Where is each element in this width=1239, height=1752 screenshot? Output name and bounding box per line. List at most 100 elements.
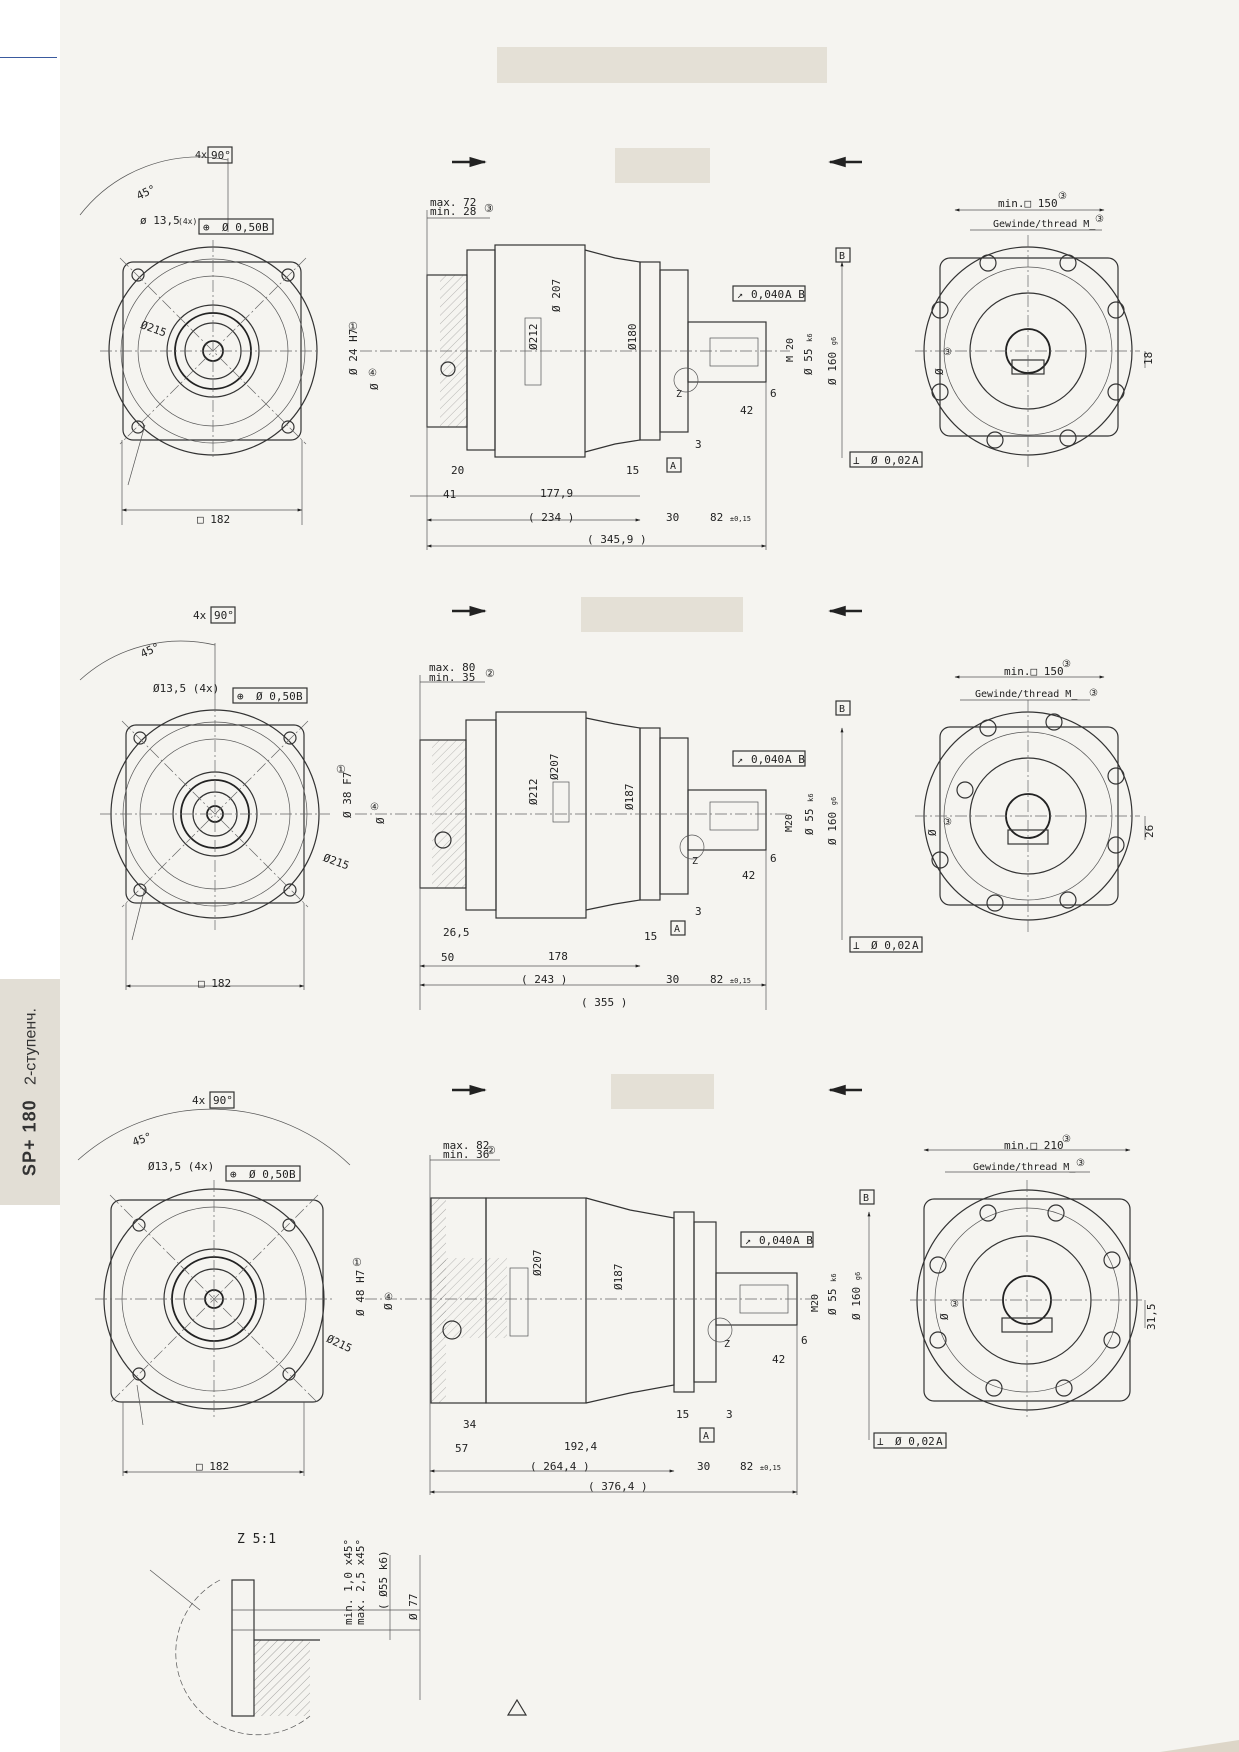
section1-rear-view: min.□ 150 ③ Gewinde/thread M_ ③ 18 Ø ③: [915, 191, 1155, 470]
footer-triangle-icon: [506, 1698, 528, 1716]
s1-hole: ø 13,5: [140, 214, 180, 227]
s1-len15: 15: [626, 464, 639, 477]
s1-ref-b: B: [262, 221, 269, 234]
s2-d3: Ø: [926, 829, 939, 836]
section2-front-view: 4x 90° 45° Ø13,5 (4x) ⊕ Ø 0,50 B Ø215 □ …: [79, 606, 351, 990]
s3-note3a: ③: [1062, 1134, 1071, 1145]
s1-shaft: Ø 55 k6: [802, 333, 815, 375]
s3-d187: Ø187: [612, 1264, 625, 1291]
s1-runout-symbol: ↗: [737, 290, 743, 301]
s1-position-symbol: ⊕: [203, 221, 210, 234]
s2-perp-ref: A: [912, 939, 919, 952]
s2-ref-b: B: [296, 690, 303, 703]
s3-len264: ( 264,4 ): [530, 1460, 590, 1473]
detail-shaft: ( Ø55 k6): [377, 1550, 390, 1610]
s3-len34: 34: [463, 1418, 477, 1431]
s2-ref-ab: A B: [785, 753, 805, 766]
s3-pcd: Ø215: [324, 1332, 354, 1355]
s2-bore-d4: Ø: [374, 817, 387, 824]
s2-angle-count: 4x: [193, 609, 207, 622]
s3-bore-max: max. 82: [443, 1139, 489, 1152]
s3-len192: 192,4: [564, 1440, 597, 1453]
s3-len376: ( 376,4 ): [588, 1480, 648, 1493]
s2-len15: 15: [644, 930, 657, 943]
s1-len30: 30: [666, 511, 679, 524]
section1-front-view: 4x 90° 45° ø 13,5 (4x) ⊕ Ø 0,50 B Ø215 □…: [79, 146, 320, 526]
s1-note3: ③: [484, 202, 494, 215]
sidebar-tab: SP+ 180 2-ступенч.: [0, 979, 60, 1205]
s2-len355: ( 355 ): [581, 996, 627, 1009]
s3-bore-min: min. 36: [443, 1148, 489, 1161]
s3-perp-symbol: ⊥: [877, 1435, 884, 1448]
s1-square: □ 182: [197, 513, 230, 526]
s1-d180: Ø180: [626, 324, 639, 351]
s3-len42: 42: [772, 1353, 785, 1366]
s3-runout: 0,040: [759, 1234, 792, 1247]
s2-perp-symbol: ⊥: [853, 939, 860, 952]
s1-angle: 90°: [211, 149, 231, 162]
s3-pilot: Ø 160 g6: [850, 1272, 863, 1320]
s1-note3d: ③: [943, 347, 952, 358]
s2-note4: ④: [370, 802, 379, 813]
s1-perp-ref: A: [912, 454, 919, 467]
s3-datum-b: B: [863, 1193, 869, 1204]
s1-thread-label: Gewinde/thread M_: [993, 219, 1096, 230]
s2-shaft: Ø 55 k6: [803, 793, 816, 835]
s1-d207: Ø 207: [550, 279, 563, 312]
s2-d207: Ø207: [548, 754, 561, 781]
s3-bore-d4: Ø: [382, 1303, 395, 1310]
detail-z: Z 5:1 min. 1,0 x45° max. 2,5 x45° ( Ø55 …: [149, 1532, 421, 1736]
s3-d207: Ø207: [531, 1250, 544, 1277]
s1-note3b: ③: [1058, 191, 1067, 202]
s3-datum-a: A: [703, 1431, 709, 1442]
s2-runout-symbol: ↗: [737, 755, 743, 766]
s3-angle: 90°: [213, 1094, 233, 1107]
s2-datum-b: B: [839, 704, 845, 715]
s3-note3b: ③: [1076, 1158, 1085, 1169]
s3-note3c: ③: [950, 1299, 959, 1310]
s3-position-symbol: ⊕: [230, 1168, 237, 1181]
s3-bore-d: Ø 48 H7: [354, 1270, 367, 1316]
section1-side-view: B max. 72 min. 28 ③ Ø 207 Ø212 Ø180 Ø 24…: [347, 196, 923, 550]
s2-position-symbol: ⊕: [237, 690, 244, 703]
section1-title-placeholder: [615, 148, 710, 183]
s3-runout-symbol: ↗: [745, 1236, 751, 1247]
s3-square: □ 182: [196, 1460, 229, 1473]
s1-min-square: min.□ 150: [998, 197, 1058, 210]
s2-bore-min: min. 35: [429, 671, 475, 684]
s2-len50: 50: [441, 951, 454, 964]
s2-thread: M20: [784, 814, 795, 832]
s2-datum-a: A: [674, 924, 680, 935]
s2-hole: Ø13,5 (4x): [153, 682, 219, 695]
s2-rot-angle: 45°: [138, 640, 162, 660]
section-1: 4x 90° 45° ø 13,5 (4x) ⊕ Ø 0,50 B Ø215 □…: [79, 146, 1155, 550]
s3-perp: Ø 0,02: [895, 1435, 935, 1448]
s3-position-tol: Ø 0,50: [249, 1168, 289, 1181]
s2-note1: ①: [336, 763, 346, 776]
s1-len41: 41: [443, 488, 456, 501]
detail-chamfer-max: max. 2,5 x45°: [354, 1539, 367, 1625]
s1-key18: 18: [1142, 352, 1155, 365]
s3-thread-label: Gewinde/thread M_: [973, 1162, 1076, 1173]
s2-d212: Ø212: [527, 779, 540, 806]
s1-z: Z: [676, 389, 682, 400]
section2-title-placeholder: [581, 597, 743, 632]
s3-len82: 82 ±0,15: [740, 1460, 781, 1473]
s2-note3b: ③: [1089, 688, 1098, 699]
s3-angle-count: 4x: [192, 1094, 206, 1107]
s1-position-tol: Ø 0,50: [222, 221, 262, 234]
s1-len345: ( 345,9 ): [587, 533, 647, 546]
s2-thread-label: Gewinde/thread M_: [975, 689, 1078, 700]
s1-d212: Ø212: [527, 324, 540, 351]
s1-datum-a: A: [670, 461, 676, 472]
s3-d3: Ø: [938, 1313, 951, 1320]
s2-bore-max: max. 80: [429, 661, 475, 674]
s1-pilot: Ø 160 g6: [826, 337, 839, 385]
detail-d77: Ø 77: [407, 1594, 420, 1621]
s1-ref-ab: A B: [785, 288, 805, 301]
s1-runout: 0,040: [751, 288, 784, 301]
s3-perp-ref: A: [936, 1435, 943, 1448]
s3-len30: 30: [697, 1460, 710, 1473]
section-3: 4x 90° 45° Ø13,5 (4x) ⊕ Ø 0,50 B Ø215 □ …: [77, 1084, 1158, 1495]
